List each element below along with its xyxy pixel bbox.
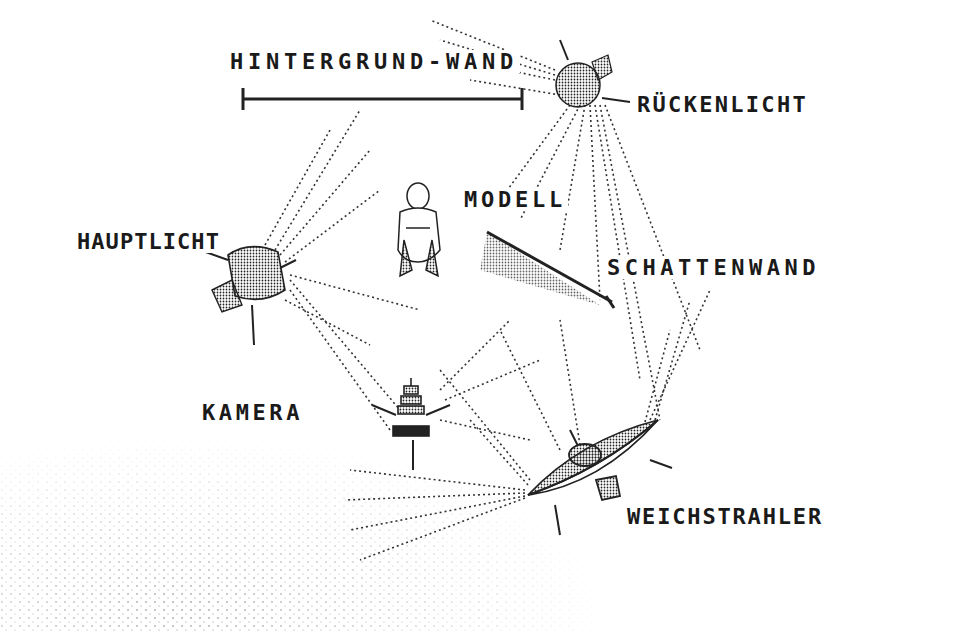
part-label: WEICHSTRAHLER — [625, 505, 825, 528]
part-label: RÜCKENLICHT — [635, 93, 810, 116]
model-figure — [398, 183, 440, 276]
part-label: HINTERGRUND-WAND — [228, 50, 520, 73]
equipment — [200, 40, 672, 535]
part-label: KAMERA — [200, 401, 305, 424]
floor-speckle — [0, 380, 620, 633]
part-label: MODELL — [462, 188, 568, 211]
part-label: HAUPTLICHT — [75, 230, 222, 253]
part-label: SCHATTENWAND — [605, 256, 822, 279]
